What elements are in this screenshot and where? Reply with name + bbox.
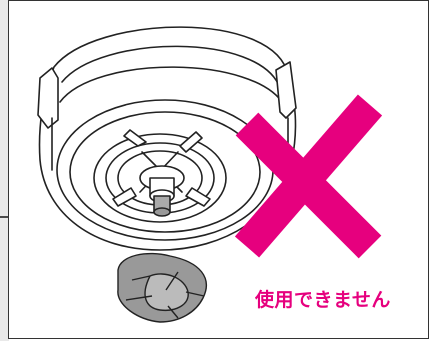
lid-inner-band	[59, 66, 285, 106]
right-handle	[275, 61, 297, 119]
center-ring-1	[93, 133, 227, 223]
blade-top-left	[123, 129, 147, 147]
knob-cap	[153, 207, 171, 217]
impeller-part	[117, 252, 208, 323]
lid-top-band	[61, 45, 281, 89]
cross-mark-icon	[234, 94, 383, 259]
side-panel	[0, 0, 9, 341]
blade-top-right	[179, 131, 203, 153]
side-divider	[0, 216, 9, 218]
blade-bottom-left	[112, 187, 137, 207]
bottom-inner-ring	[69, 111, 261, 233]
not-usable-label: 使用できません	[255, 289, 391, 311]
blade-bottom-right	[185, 187, 211, 207]
left-handle	[37, 67, 59, 129]
